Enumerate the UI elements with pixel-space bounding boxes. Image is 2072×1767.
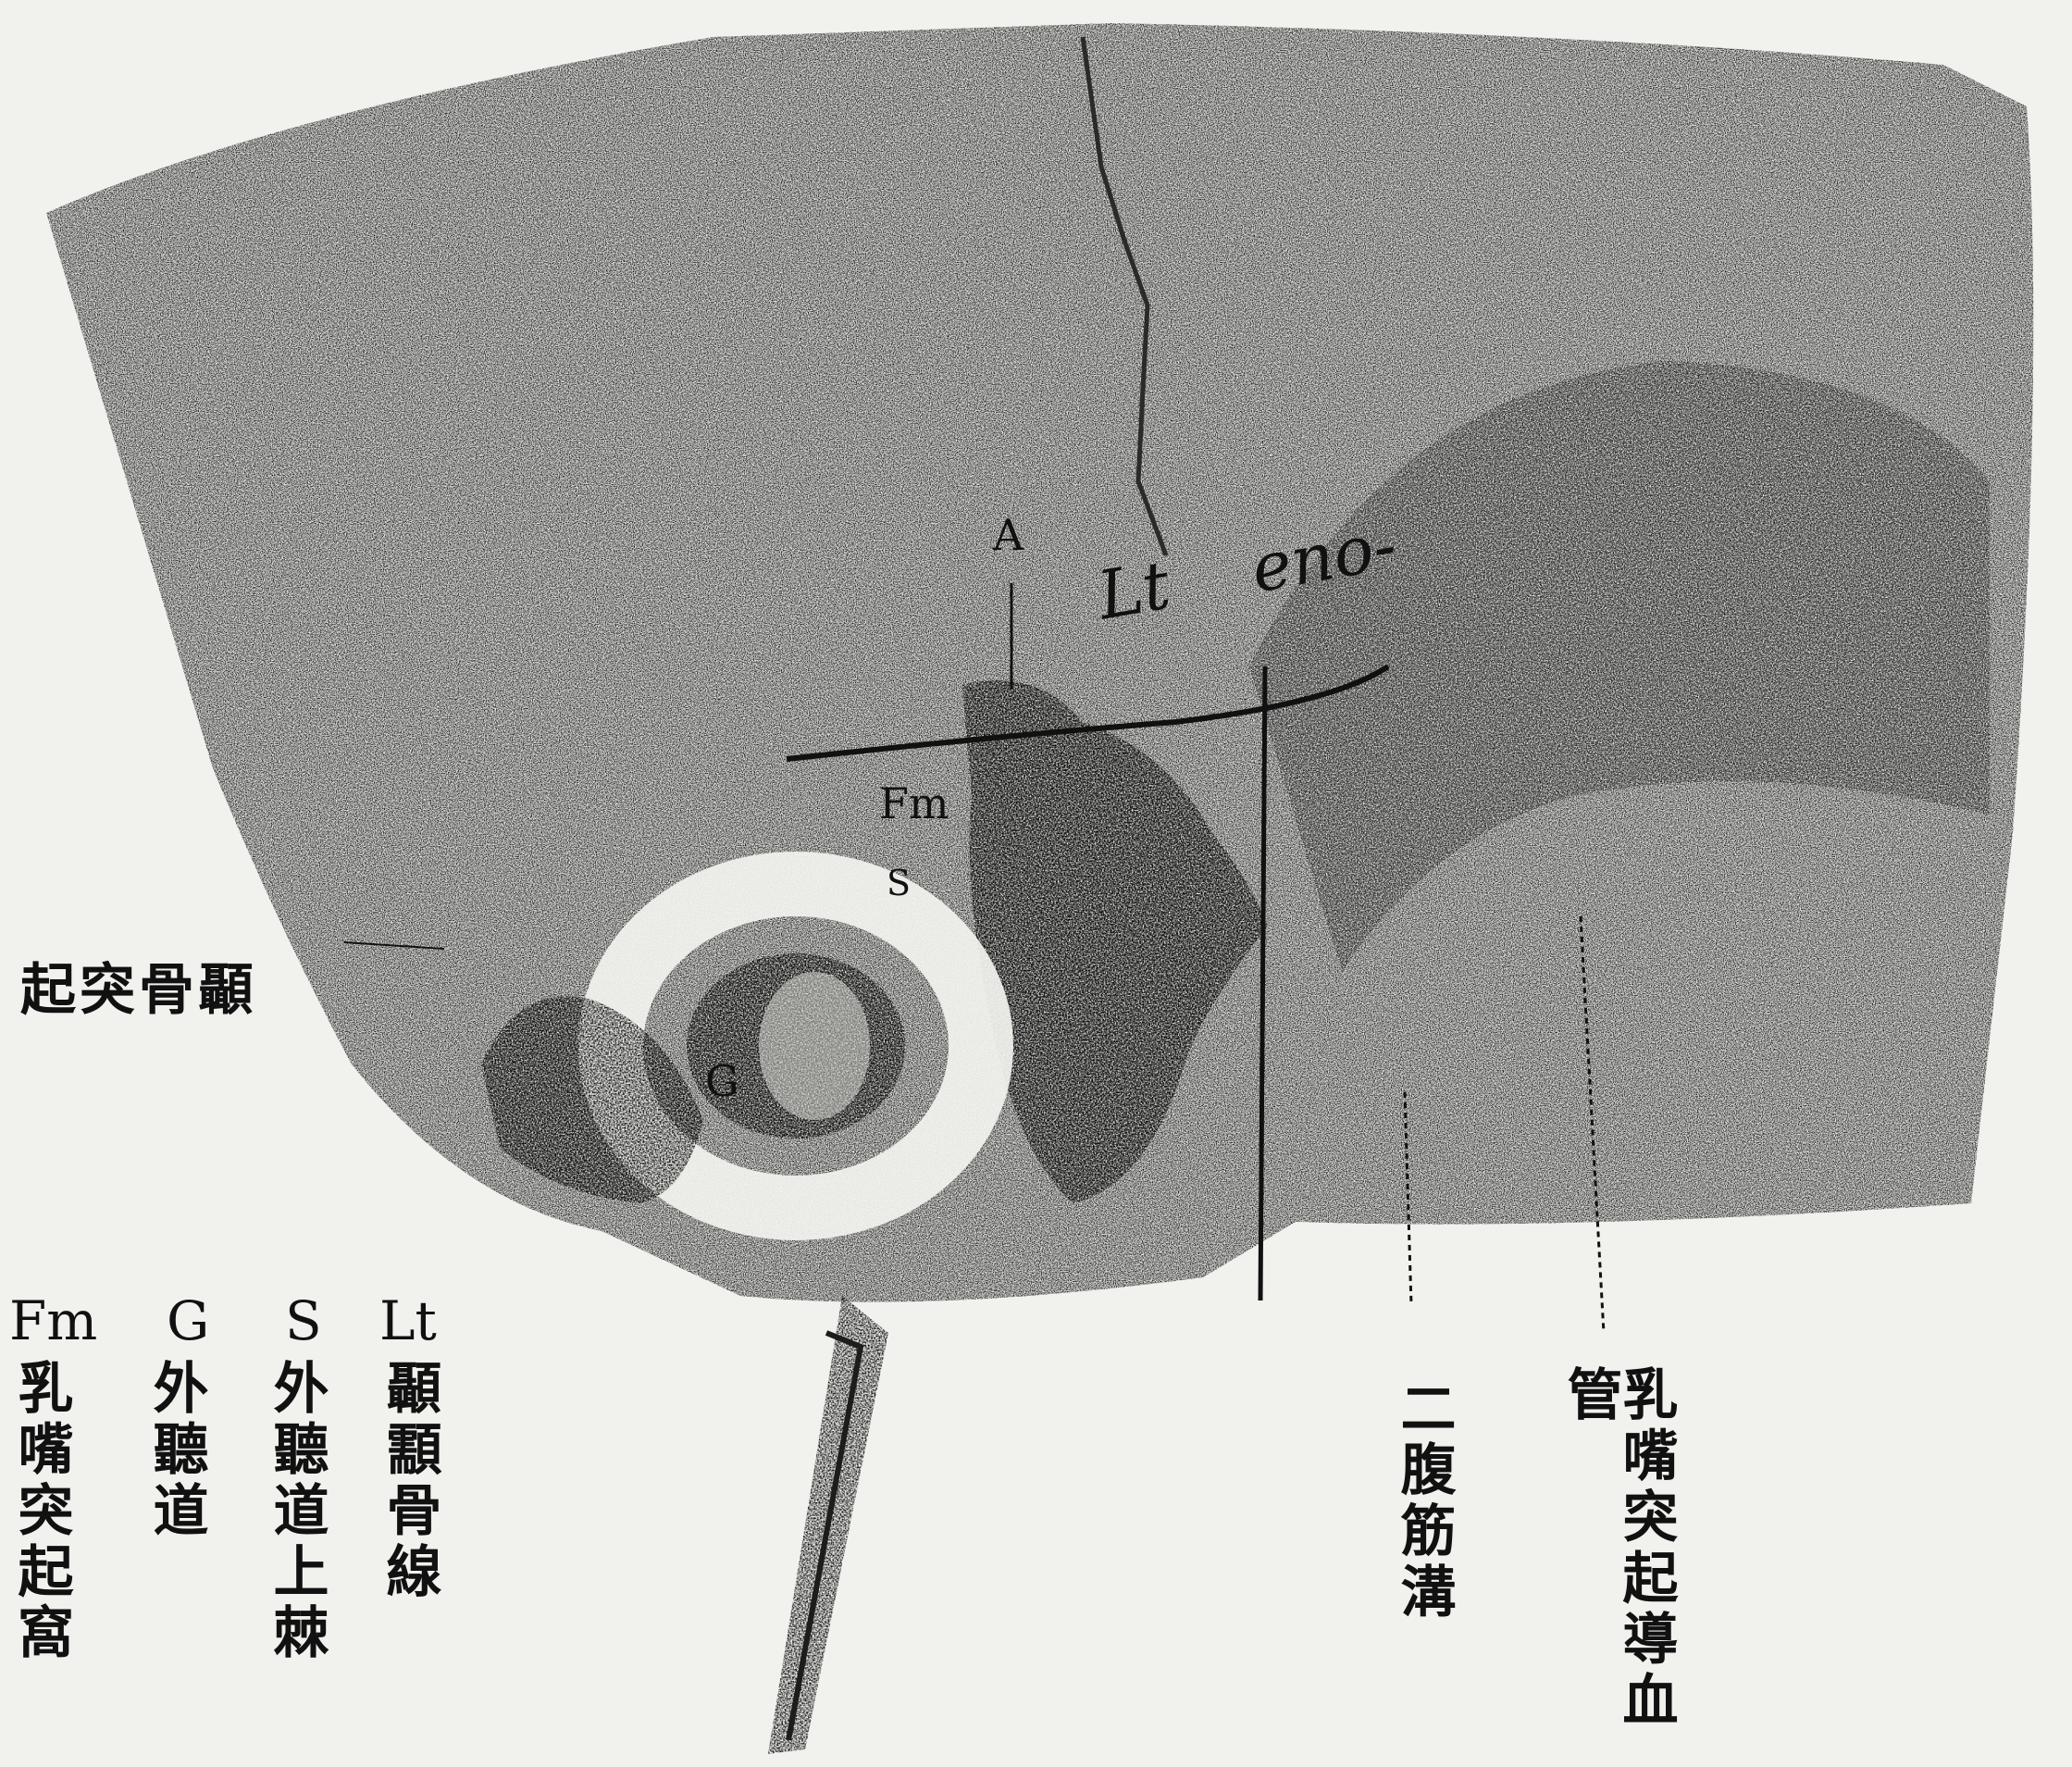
- legend-code-lt: Lt: [379, 1294, 437, 1348]
- label-point-g: G: [705, 1060, 739, 1102]
- legend-text-s: 外聽道上棘: [268, 1359, 324, 1664]
- label-temporal-bone-process: 起突骨顳: [20, 963, 257, 1018]
- legend-text-fm: 乳嘴突起窩: [13, 1359, 68, 1664]
- legend-text-lt: 顳顬骨線: [381, 1359, 437, 1603]
- label-point-fm: Fm: [879, 782, 949, 825]
- label-digastric-groove: 二腹筋溝: [1396, 1379, 1451, 1624]
- label-point-a: A: [993, 514, 1024, 556]
- legend-code-g: G: [167, 1294, 209, 1348]
- legend-code-s: S: [285, 1294, 322, 1348]
- legend-text-g: 外聽道: [148, 1359, 204, 1542]
- label-mastoid-emissary-vein: 乳嘴突起導血管: [1562, 1365, 1673, 1767]
- legend-code-fm: Fm: [9, 1294, 97, 1348]
- label-point-s: S: [887, 865, 911, 901]
